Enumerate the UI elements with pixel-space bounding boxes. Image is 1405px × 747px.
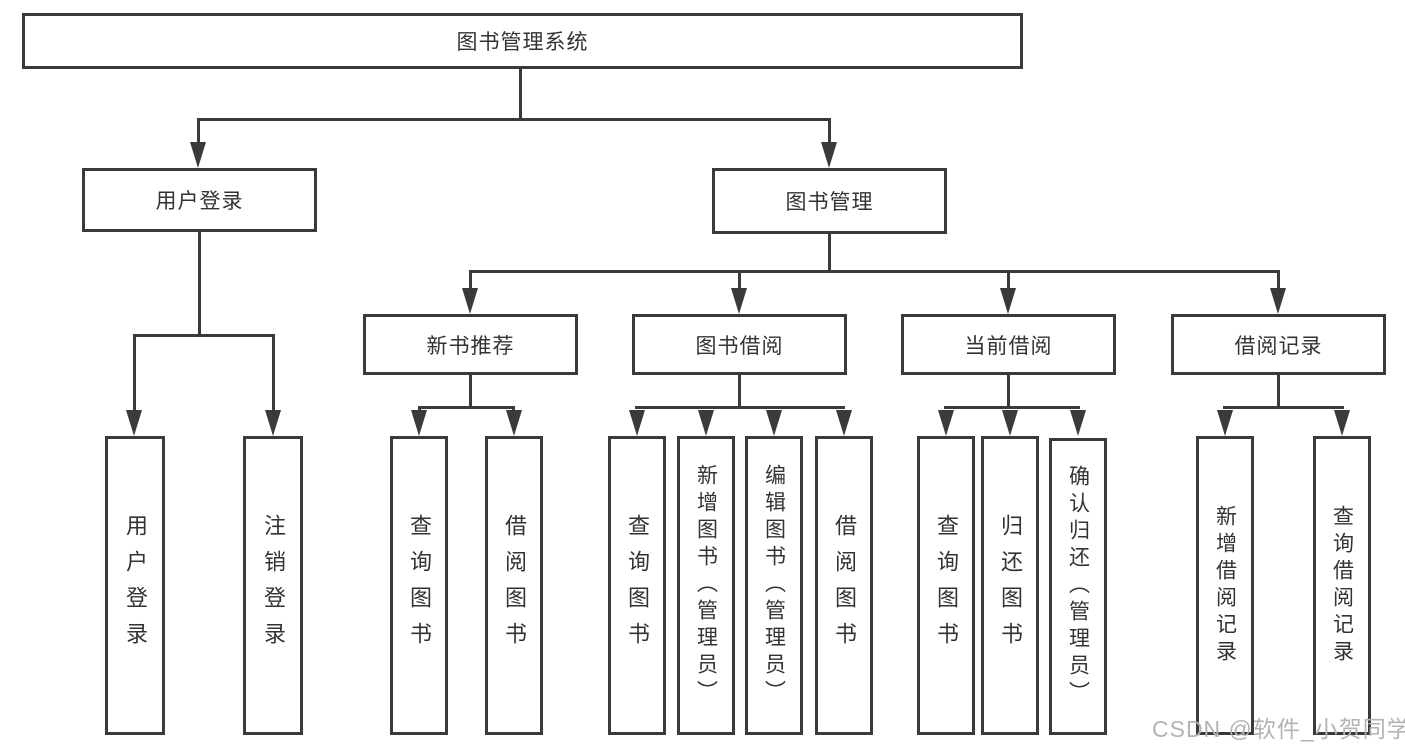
- connector-line: [469, 270, 1280, 273]
- arrowhead-down-icon: [1334, 410, 1350, 436]
- node-book-borrowing: 图书借阅: [632, 314, 847, 375]
- leaf-label: 注销登录: [261, 513, 286, 658]
- arrowhead-down-icon: [462, 288, 478, 314]
- connector-line: [133, 334, 275, 337]
- leaf-borrow-books: 借阅图书: [485, 436, 543, 735]
- connector-line: [828, 118, 831, 144]
- leaf-borrow-books: 借阅图书: [815, 436, 873, 735]
- connector-line: [418, 406, 515, 409]
- arrowhead-down-icon: [1270, 288, 1286, 314]
- leaf-label: 编辑图书（管理员）: [762, 464, 786, 707]
- connector-line: [198, 232, 201, 336]
- leaf-add-borrow-record: 新增借阅记录: [1196, 436, 1254, 735]
- leaf-label: 查询图书: [934, 513, 959, 658]
- node-book-management: 图书管理: [712, 168, 947, 234]
- arrowhead-down-icon: [821, 142, 837, 168]
- connector-line: [133, 334, 136, 412]
- connector-line: [738, 375, 741, 408]
- leaf-query-books: 查询图书: [390, 436, 448, 735]
- connector-line: [1277, 270, 1280, 290]
- csdn-watermark: CSDN @软件_小贺同学: [1152, 716, 1405, 742]
- arrowhead-down-icon: [1217, 410, 1233, 436]
- connector-line: [1007, 375, 1010, 408]
- node-label: 图书借阅: [695, 334, 784, 358]
- arrowhead-down-icon: [766, 410, 782, 436]
- connector-line: [944, 406, 1080, 409]
- leaf-label: 借阅图书: [502, 513, 527, 658]
- arrowhead-down-icon: [190, 142, 206, 168]
- leaf-add-books-admin: 新增图书（管理员）: [677, 436, 735, 735]
- arrowhead-down-icon: [1000, 288, 1016, 314]
- arrowhead-down-icon: [411, 410, 427, 436]
- node-label: 当前借阅: [964, 334, 1053, 358]
- node-label: 借阅记录: [1234, 334, 1323, 358]
- node-label: 用户登录: [155, 190, 244, 213]
- leaf-label: 查询借阅记录: [1330, 504, 1354, 667]
- node-label: 新书推荐: [426, 334, 515, 358]
- connector-line: [828, 234, 831, 272]
- leaf-label: 借阅图书: [832, 513, 857, 658]
- leaf-edit-books-admin: 编辑图书（管理员）: [745, 436, 803, 735]
- connector-line: [519, 68, 522, 120]
- connector-line: [272, 334, 275, 412]
- arrowhead-down-icon: [731, 288, 747, 314]
- leaf-logout: 注销登录: [243, 436, 303, 735]
- arrowhead-down-icon: [629, 410, 645, 436]
- arrowhead-down-icon: [506, 410, 522, 436]
- leaf-label: 查询图书: [625, 513, 650, 658]
- arrowhead-down-icon: [1002, 410, 1018, 436]
- arrowhead-down-icon: [265, 410, 281, 436]
- node-library-management-system: 图书管理系统: [22, 13, 1023, 69]
- leaf-label: 用户登录: [123, 513, 148, 658]
- node-current-borrowing: 当前借阅: [901, 314, 1116, 375]
- arrowhead-down-icon: [126, 410, 142, 436]
- connector-line: [197, 118, 831, 121]
- connector-line: [1007, 270, 1010, 290]
- leaf-label: 确认归还（管理员）: [1066, 465, 1090, 708]
- connector-line: [197, 118, 200, 144]
- connector-line: [469, 375, 472, 408]
- arrowhead-down-icon: [938, 410, 954, 436]
- leaf-query-borrow-record: 查询借阅记录: [1313, 436, 1371, 735]
- leaf-query-books: 查询图书: [917, 436, 975, 735]
- arrowhead-down-icon: [1070, 410, 1086, 436]
- leaf-user-login: 用户登录: [105, 436, 165, 735]
- connector-line: [635, 406, 845, 409]
- connector-line: [1277, 375, 1280, 408]
- leaf-label: 查询图书: [407, 513, 432, 658]
- node-new-book-recommend: 新书推荐: [363, 314, 578, 375]
- leaf-return-books: 归还图书: [981, 436, 1039, 735]
- connector-line: [469, 270, 472, 290]
- connector-line: [1223, 406, 1344, 409]
- connector-line: [738, 270, 741, 290]
- leaf-query-books: 查询图书: [608, 436, 666, 735]
- arrowhead-down-icon: [836, 410, 852, 436]
- leaf-confirm-return-admin: 确认归还（管理员）: [1049, 438, 1107, 735]
- node-borrowing-records: 借阅记录: [1171, 314, 1386, 375]
- node-label: 图书管理系统: [456, 31, 589, 54]
- node-user-login: 用户登录: [82, 168, 317, 232]
- arrowhead-down-icon: [698, 410, 714, 436]
- leaf-label: 新增图书（管理员）: [694, 464, 718, 707]
- leaf-label: 新增借阅记录: [1213, 504, 1237, 667]
- node-label: 图书管理: [785, 191, 874, 214]
- leaf-label: 归还图书: [998, 513, 1023, 658]
